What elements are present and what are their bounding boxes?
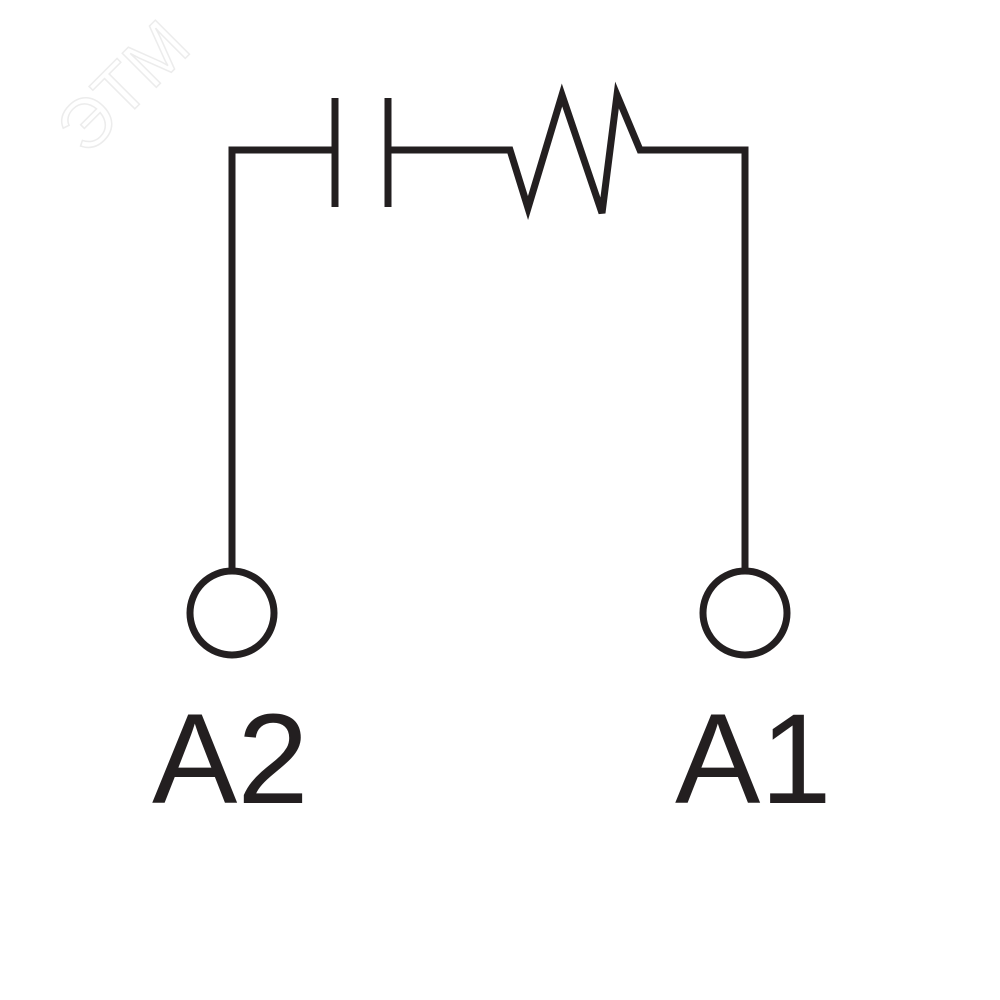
terminal-label-a1: A1: [675, 688, 832, 831]
left-wire: [228, 146, 333, 572]
terminal-a2: [186, 567, 278, 659]
terminal-a1: [699, 567, 791, 659]
watermark-logo: ЭТМ: [42, 6, 204, 168]
resistor-zigzag: [391, 81, 749, 572]
terminal-label-a2: A2: [152, 688, 309, 831]
